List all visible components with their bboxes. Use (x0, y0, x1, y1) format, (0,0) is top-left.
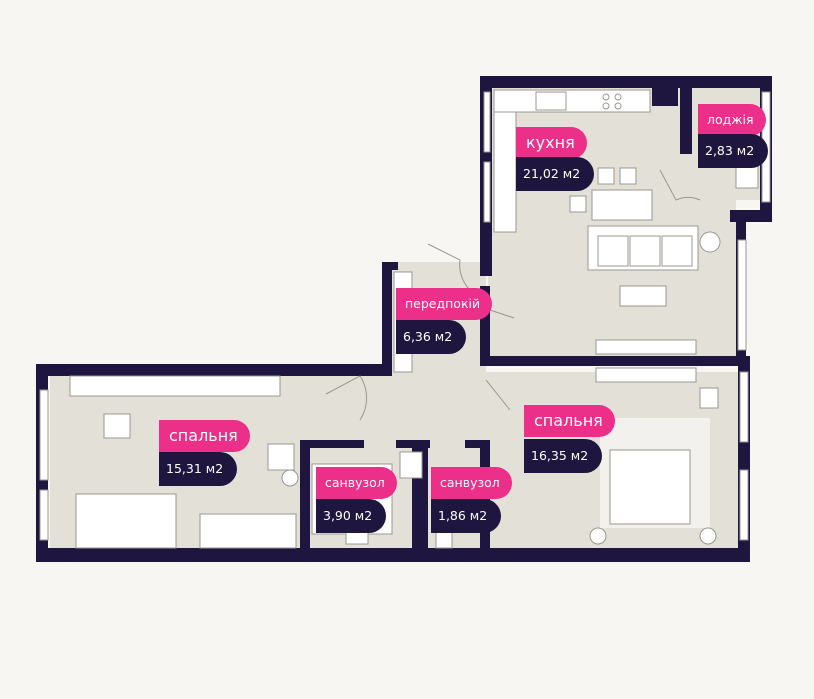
room-area: 1,86 м2 (431, 499, 502, 533)
windows (39, 91, 771, 541)
room-name: спальня (524, 405, 615, 437)
room-name: лоджія (698, 104, 766, 136)
room-name: передпокій (396, 288, 493, 320)
room-name: кухня (516, 127, 587, 159)
room-area: 6,36 м2 (396, 320, 467, 354)
room-area: 15,31 м2 (159, 452, 238, 486)
door-swings (325, 169, 701, 421)
room-name: санвузол (431, 467, 512, 499)
room-area: 3,90 м2 (316, 499, 387, 533)
room-area: 21,02 м2 (516, 157, 595, 191)
room-area: 16,35 м2 (524, 439, 603, 473)
room-area: 2,83 м2 (698, 134, 769, 168)
room-name: спальня (159, 420, 250, 452)
room-name: санвузол (316, 467, 397, 499)
